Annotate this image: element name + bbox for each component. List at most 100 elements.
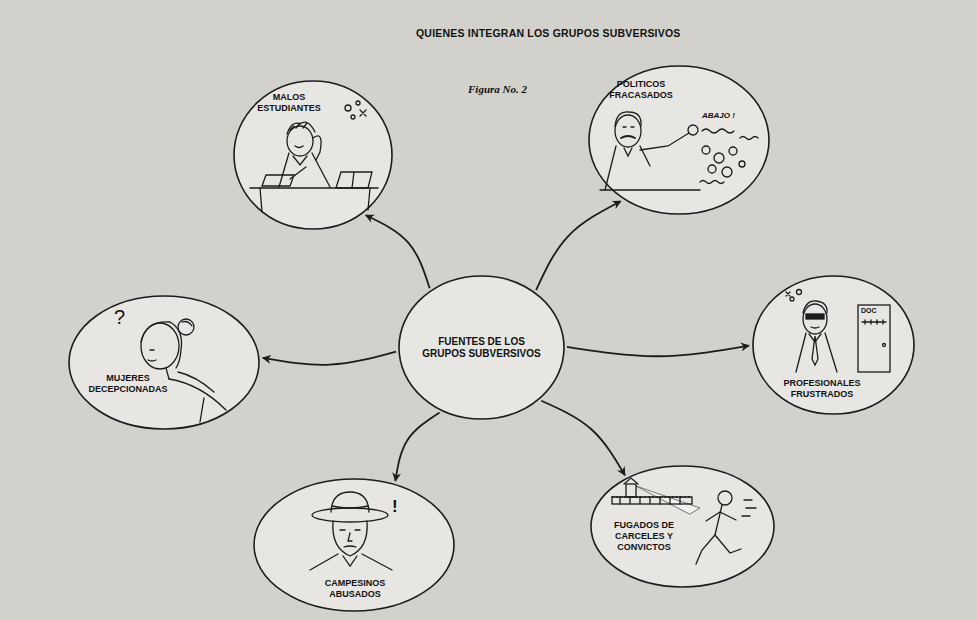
- politician-drawing: [714, 153, 724, 163]
- peasant-drawing: [310, 554, 392, 570]
- politician-drawing: [740, 137, 758, 140]
- circle-outline: [234, 81, 392, 229]
- student-drawing: [279, 153, 330, 187]
- circle-label: PROFESIONALES FRUSTRADOS: [782, 378, 862, 400]
- professional-drawing: [786, 290, 890, 373]
- escapee-drawing: [715, 505, 722, 535]
- label-wrap: MALOS ESTUDIANTES: [253, 92, 325, 114]
- woman-drawing: [169, 379, 226, 410]
- student-drawing: [287, 122, 315, 134]
- woman-drawing: [166, 368, 169, 379]
- circle-outline: [69, 296, 259, 429]
- politician-drawing: [605, 146, 650, 190]
- diagram-title: QUIENES INTEGRAN LOS GRUPOS SUBVERSIVOS: [416, 27, 681, 39]
- circle-outline: [233, 80, 393, 230]
- question-mark: ?: [114, 306, 125, 328]
- circle-label: POLITICOS FRACASADOS: [608, 79, 674, 101]
- circle-outline: [399, 276, 564, 419]
- student-drawing: [287, 126, 313, 156]
- woman-drawing: [141, 319, 226, 422]
- peasant-drawing: [332, 506, 368, 508]
- student-drawing: [336, 172, 372, 188]
- politician-drawing: [600, 189, 700, 190]
- politician-drawing: [615, 112, 641, 126]
- figure-number: Figura No. 2: [468, 83, 527, 95]
- circle-ground: [69, 296, 259, 429]
- circle-label: MALOS ESTUDIANTES: [253, 92, 325, 114]
- politician-drawing: [615, 115, 641, 147]
- circle-outline: [753, 276, 914, 414]
- curved-arrow: [536, 201, 621, 290]
- escapee-drawing: [706, 512, 736, 521]
- politician-drawing: [600, 112, 758, 190]
- professional-drawing: [865, 320, 883, 324]
- politician-drawing: [708, 165, 716, 173]
- politician-drawing: [739, 161, 745, 167]
- category-circle: MALOS ESTUDIANTES: [233, 80, 393, 230]
- curved-arrow: [395, 412, 439, 480]
- label-wrap: MUJERES DECEPCIONADAS: [86, 373, 170, 395]
- professional-drawing: [786, 292, 790, 296]
- politician-drawing: [722, 167, 732, 177]
- label-wrap: FUENTES DE LOS GRUPOS SUBVERSIVOS: [419, 336, 544, 360]
- student-drawing: [262, 175, 294, 186]
- curved-arrow: [263, 352, 396, 365]
- politician-drawing: [623, 126, 634, 127]
- politician-drawing: [729, 147, 737, 155]
- student-drawing: [290, 167, 306, 179]
- door-sign: DOC: [861, 307, 877, 315]
- circle-ground: [234, 81, 392, 229]
- professional-drawing: [809, 334, 821, 342]
- circle-outline: [591, 466, 774, 587]
- peasant-drawing: [343, 556, 357, 566]
- category-circle: PROFESIONALES FRUSTRADOS: [752, 275, 915, 415]
- peasant-drawing: [348, 533, 352, 541]
- circle-ground: [399, 276, 564, 419]
- circle-label: CAMPESINOS ABUSADOS: [316, 578, 394, 600]
- speech-text: ABAJO !: [702, 112, 735, 121]
- professional-drawing: [812, 336, 818, 365]
- circle-label: FUENTES DE LOS GRUPOS SUBVERSIVOS: [419, 336, 544, 360]
- student-drawing: [250, 101, 378, 212]
- escapee-drawing: [612, 497, 692, 504]
- professional-drawing: [858, 305, 890, 372]
- professional-drawing: [796, 333, 837, 372]
- student-drawing: [295, 146, 303, 148]
- student-drawing: [356, 101, 360, 105]
- peasant-drawing: [344, 546, 356, 547]
- circle-label: MUJERES DECEPCIONADAS: [86, 373, 170, 395]
- escapee-drawing: [718, 491, 732, 505]
- professional-drawing: [790, 297, 794, 301]
- hub-circle: FUENTES DE LOS GRUPOS SUBVERSIVOS: [398, 275, 565, 420]
- peasant-drawing: [333, 521, 367, 556]
- professional-drawing: [797, 290, 802, 295]
- escapee-drawing: [626, 484, 636, 497]
- category-circle: FUGADOS DE CARCELES Y CONVICTOS: [590, 465, 775, 588]
- curved-arrow: [541, 401, 625, 475]
- politician-drawing: [621, 136, 635, 138]
- woman-drawing: [200, 398, 204, 422]
- circle-outline: [68, 295, 260, 430]
- peasant-drawing: [340, 529, 360, 530]
- circle-label: FUGADOS DE CARCELES Y CONVICTOS: [612, 520, 676, 552]
- circle-ground: [753, 276, 914, 414]
- circle-ground: [589, 66, 769, 214]
- politician-drawing: [702, 146, 710, 154]
- circle-ground: [254, 479, 454, 611]
- circle-ground: [591, 466, 774, 587]
- curved-arrow: [567, 346, 749, 357]
- student-drawing: [351, 115, 355, 119]
- escapee-drawing: [636, 486, 700, 514]
- woman-drawing: [182, 322, 192, 327]
- peasant-drawing: [331, 492, 369, 512]
- label-wrap: POLITICOS FRACASADOS: [608, 79, 674, 101]
- peasant-drawing: [310, 492, 392, 570]
- student-drawing: [293, 156, 307, 165]
- escapee-drawing: [612, 478, 756, 564]
- student-drawing: [360, 110, 366, 116]
- escapee-drawing: [620, 497, 680, 504]
- politician-drawing: [624, 148, 632, 156]
- circle-outline: [589, 66, 769, 214]
- escapee-drawing: [742, 500, 756, 516]
